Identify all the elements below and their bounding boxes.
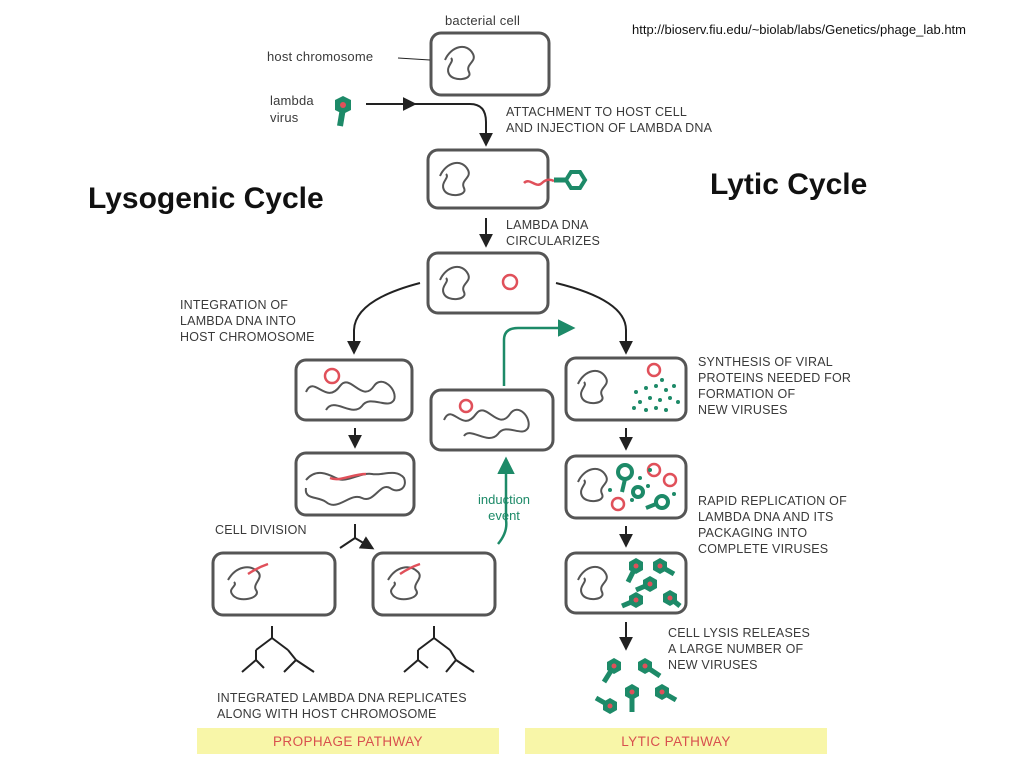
label-replication: RAPID REPLICATION OF LAMBDA DNA AND ITS … [698, 494, 847, 556]
label-induction-event: induction event [478, 492, 531, 523]
label-lysis: CELL LYSIS RELEASES A LARGE NUMBER OF NE… [668, 626, 811, 672]
cell-packaged [564, 551, 688, 615]
induction-arrows [497, 319, 576, 545]
label-cell-division: CELL DIVISION [215, 523, 307, 537]
prophage-pathway-label: PROPHAGE PATHWAY [273, 733, 423, 749]
cell-circularized [426, 251, 550, 315]
integrating-dna-loop [323, 367, 341, 385]
lambda-virus-icon [335, 96, 351, 127]
host-chromosome-dna [444, 45, 475, 80]
released-viruses [594, 658, 678, 714]
label-integrated-replicates: INTEGRATED LAMBDA DNA REPLICATES ALONG W… [217, 691, 467, 721]
lambda-dna-circle [501, 273, 519, 291]
lytic-pathway-band: LYTIC PATHWAY [525, 728, 827, 754]
lytic-heading: Lytic Cycle [710, 168, 868, 201]
viral-protein-dots [632, 378, 680, 412]
cell-daughter-left [211, 551, 337, 617]
cell-integrated [294, 358, 414, 422]
prophage-pathway-band: PROPHAGE PATHWAY [197, 728, 499, 754]
label-lambda-virus: lambda virus [270, 93, 314, 125]
label-circularizes: LAMBDA DNA CIRCULARIZES [506, 218, 601, 248]
label-host-chromosome: host chromosome [267, 49, 374, 64]
complete-virus-icons [621, 558, 682, 609]
cell-daughter-right [371, 551, 497, 617]
excised-dna-loop [458, 398, 474, 414]
label-synthesis: SYNTHESIS OF VIRAL PROTEINS NEEDED FOR F… [698, 355, 852, 417]
lytic-pathway-label: LYTIC PATHWAY [621, 733, 731, 749]
lambda-dna-injected [523, 178, 555, 186]
cell-synthesis [564, 356, 688, 422]
label-attachment: ATTACHMENT TO HOST CELL AND INJECTION OF… [506, 105, 713, 135]
cell-bacterial [429, 31, 551, 97]
prophage-dna [329, 472, 367, 481]
cell-prophage [294, 451, 416, 517]
lysogenic-heading: Lysogenic Cycle [88, 182, 324, 215]
cell-induced [429, 388, 555, 452]
phage-head-icon [563, 170, 588, 190]
source-url[interactable]: http://bioserv.fiu.edu/~biolab/labs/Gene… [632, 22, 967, 37]
label-integration: INTEGRATION OF LAMBDA DNA INTO HOST CHRO… [180, 298, 315, 344]
cell-replication [564, 454, 688, 520]
cell-injection [426, 148, 588, 210]
arrows [241, 57, 633, 673]
label-bacterial-cell: bacterial cell [445, 13, 521, 28]
